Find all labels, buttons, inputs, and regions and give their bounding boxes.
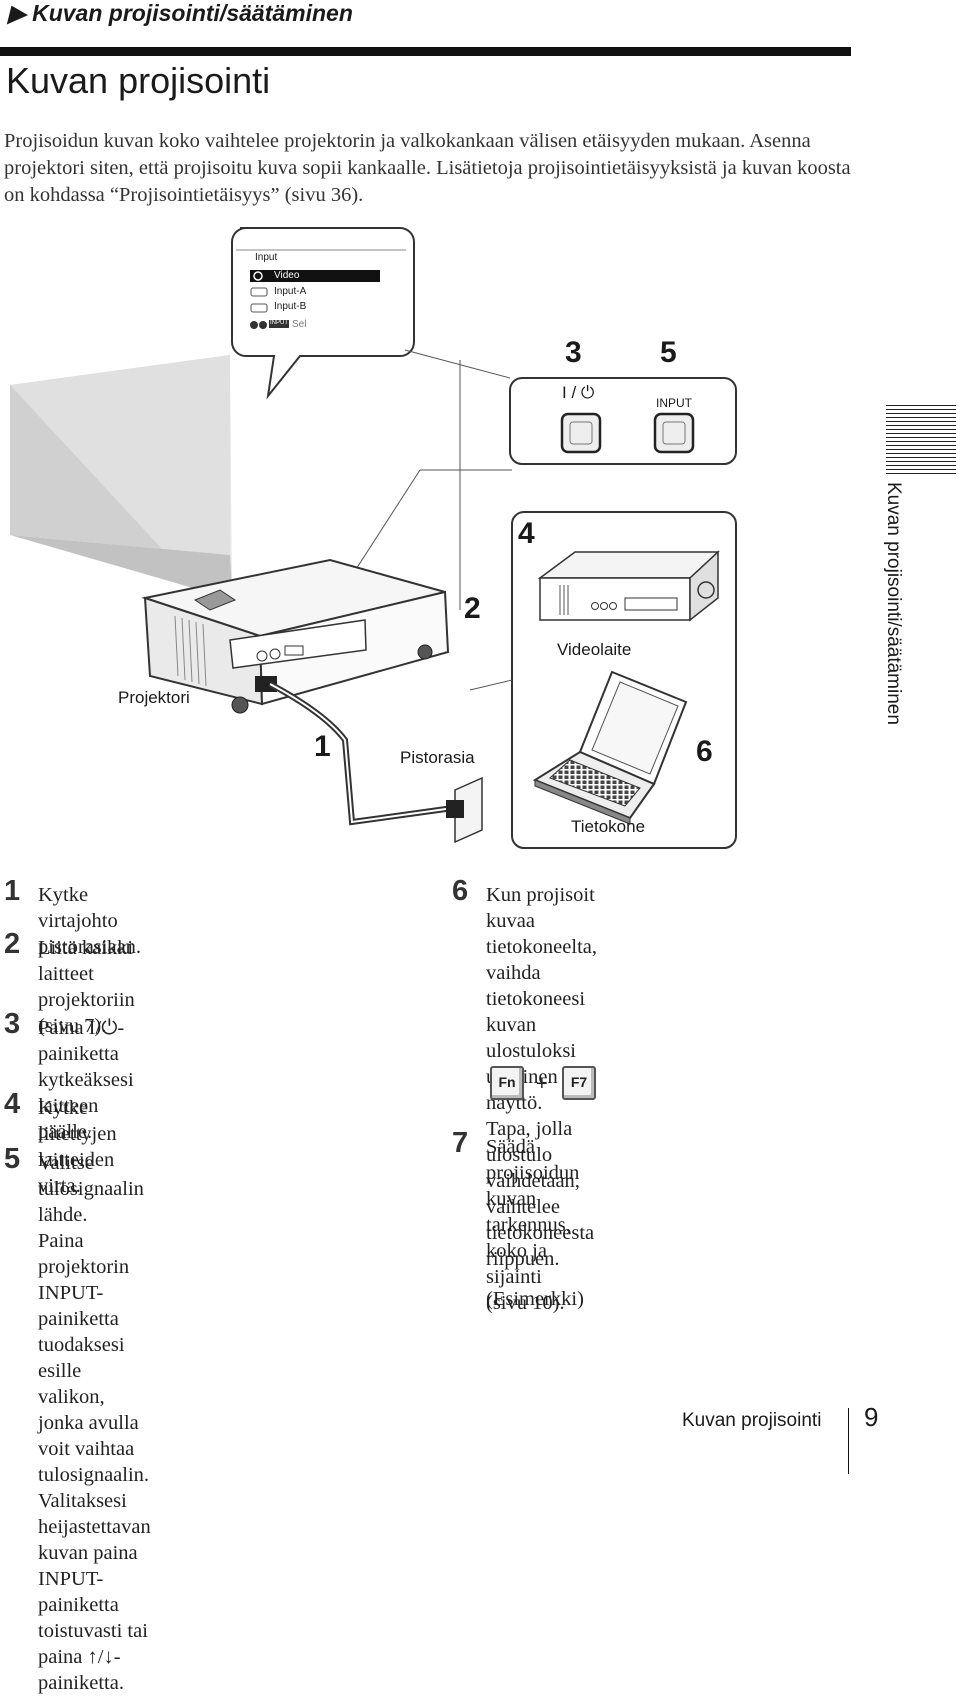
component-input-icon [250,303,268,313]
play-triangle-icon: ▶ [8,0,26,26]
power-button[interactable] [560,412,602,454]
diagram-number-4: 4 [518,517,535,550]
header-rule [0,47,851,56]
menu-item-input-a[interactable]: Input-A [274,286,307,297]
footer-divider [848,1408,849,1474]
menu-sel-label: Sel [292,319,307,330]
diagram-number-3: 3 [565,336,582,369]
video-device [537,550,720,622]
menu-highlight [250,270,380,282]
down-arrow-icon [259,321,267,329]
control-panel-callout [509,377,737,465]
section-title: Kuvan projisointi/säätäminen [32,0,353,26]
side-tab: Kuvan projisointi/säätäminen [870,482,910,782]
diagram-number-1: 1 [314,730,331,763]
section-header: ▶ Kuvan projisointi/säätäminen [8,0,353,27]
menu-title: Input [255,252,278,263]
outlet-label: Pistorasia [400,748,475,767]
side-tab-marker [886,405,956,477]
plus-sign: + [536,1073,548,1095]
page-number: 9 [864,1402,879,1432]
video-input-icon [253,271,263,281]
input-key-icon [269,320,289,328]
menu-item-input-b[interactable]: Input-B [274,301,307,312]
f7-key: F7 [562,1066,596,1100]
footer-label: Kuvan projisointi [682,1410,822,1431]
up-arrow-icon [250,321,258,329]
projector-label: Projektori [118,688,190,707]
diagram-number-2: 2 [464,592,481,625]
page-title: Kuvan projisointi [6,60,271,101]
menu-item-video[interactable]: Video [274,270,300,281]
connection-diagram [10,227,737,849]
wall-outlet [454,776,483,844]
input-button-label: INPUT [656,396,692,410]
vga-input-icon [250,287,268,297]
projector [141,558,450,714]
menu-sel-key: INPUT [270,320,288,326]
diagram-number-6: 6 [696,735,713,768]
diagram-number-5: 5 [660,336,677,369]
power-button-label: I / ⏻ [562,383,595,402]
laptop [532,670,688,825]
video-device-label: Videolaite [557,640,632,659]
side-tab-label: Kuvan projisointi/säätäminen [883,482,904,725]
fn-key: Fn [490,1066,524,1100]
computer-label: Tietokone [571,817,646,836]
intro-paragraph: Projisoidun kuvan koko vaihtelee projekt… [4,130,851,206]
input-button[interactable] [653,412,695,454]
